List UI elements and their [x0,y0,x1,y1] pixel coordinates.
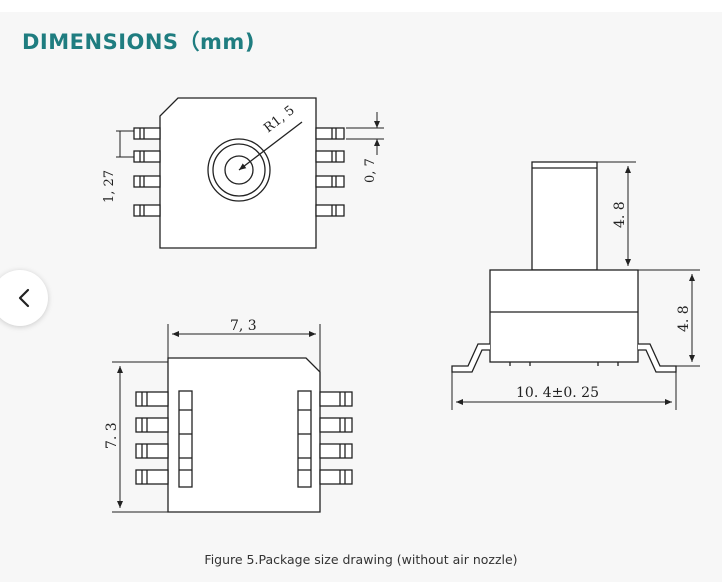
top-view-right-pins [315,127,345,217]
side-view [451,161,700,410]
overall-width-dimension [451,372,677,410]
left-lead [451,343,490,373]
top-strip [0,0,722,12]
body-length-label: 7. 3 [104,422,120,449]
body-length-dimension [112,361,168,513]
right-pad-column [297,390,312,488]
bottom-view [112,324,353,513]
previous-button[interactable] [0,270,48,326]
right-lead [638,343,677,373]
pin-width-label: 0, 7 [363,158,378,183]
side-view-body [489,269,639,363]
pin-width-dimension [346,112,384,155]
nozzle [531,161,598,271]
nozzle-height-dimension [597,161,636,271]
left-pad-column [178,390,193,488]
figure-caption: Figure 5.Package size drawing (without a… [204,552,518,567]
radius-leader [238,121,303,171]
top-view-body [159,97,317,249]
pin-pitch-label: 1, 27 [102,170,117,203]
port-inner-circle [224,155,254,185]
port-middle-circle [212,143,266,197]
bottom-view-left-pins [135,391,169,485]
body-height-dimension [638,269,700,367]
port-outer-circle [207,138,271,202]
bottom-view-body [167,357,321,513]
body-height-label: 4. 8 [676,305,692,332]
body-width-label: 7, 3 [230,318,257,334]
top-view-left-pins [133,127,161,217]
chevron-left-icon [18,288,30,308]
pin-pitch-dimension [116,130,134,158]
bottom-view-right-pins [319,391,353,485]
nozzle-height-label: 4. 8 [612,201,628,228]
page-title: DIMENSIONS（mm) [22,30,255,54]
top-view [116,97,384,249]
body-width-dimension [167,324,321,372]
overall-width-label: 10. 4±0. 25 [516,385,599,401]
